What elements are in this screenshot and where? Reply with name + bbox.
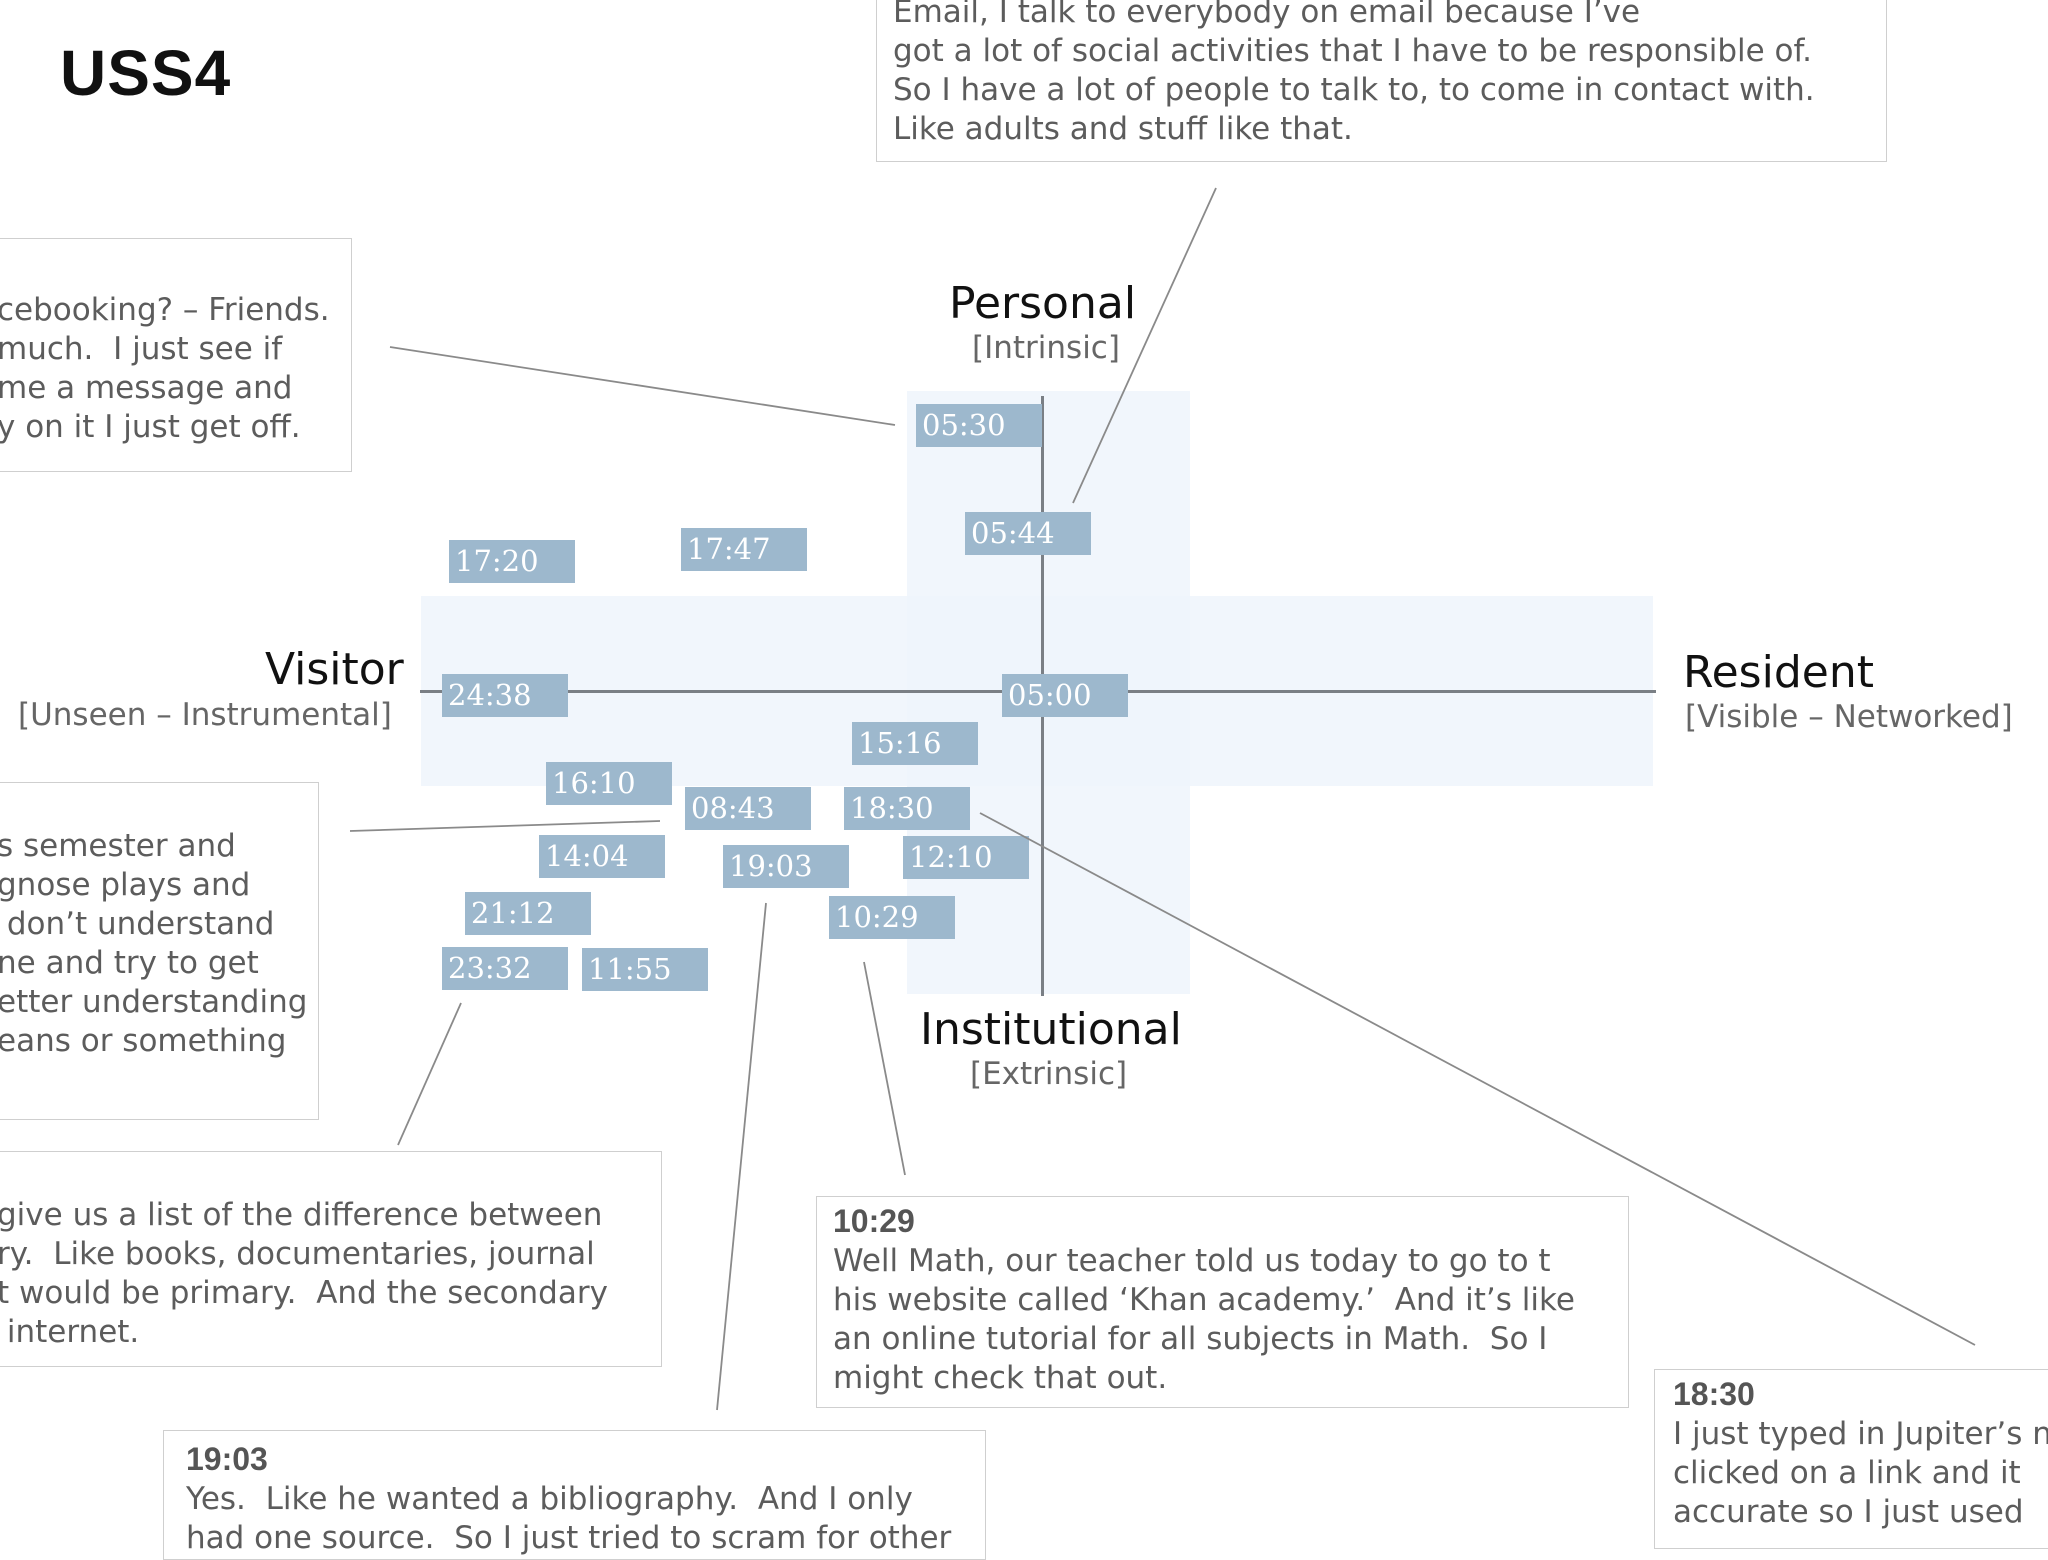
timestamp-marker: 10:29 [829,896,955,939]
axis-sub-visitor: [Unseen – Instrumental] [18,697,392,733]
quote-box-1903: 19:03 Yes. Like he wanted a bibliography… [163,1430,986,1560]
timestamp-marker: 12:10 [903,836,1029,879]
timestamp-marker: 17:20 [449,540,575,583]
timestamp-marker: 05:44 [965,512,1091,555]
quote-box-1830: 18:30 I just typed in Jupiter’s n clicke… [1654,1369,2048,1549]
timestamp-marker: 19:03 [723,845,849,888]
timestamp-marker: 14:04 [539,835,665,878]
page-title: USS4 [60,37,232,109]
timestamp-marker: 23:32 [442,947,568,990]
leader-line [716,902,767,1411]
leader-line [349,820,661,832]
quote-box-top: Email, I talk to everybody on email beca… [876,0,1887,162]
axis-label-personal: Personal [949,278,1137,329]
timestamp-marker: 17:47 [681,528,807,571]
quote-box-1029: 10:29 Well Math, our teacher told us tod… [816,1196,1629,1408]
timestamp-marker: 11:55 [582,948,708,991]
timestamp-marker: 05:00 [1002,674,1128,717]
timestamp-marker: 18:30 [844,787,970,830]
axis-sub-resident: [Visible – Networked] [1685,699,2013,735]
axis-label-visitor: Visitor [265,644,404,695]
timestamp-marker: 08:43 [685,787,811,830]
quote-text: I just typed in Jupiter’s n clicked on a… [1673,1416,2048,1530]
timestamp-marker: 21:12 [465,892,591,935]
quote-time: 19:03 [186,1441,268,1477]
timestamp-marker: 05:30 [916,404,1042,447]
quote-time: 18:30 [1673,1376,1755,1412]
leader-line [389,346,896,426]
leader-line [397,1002,462,1146]
axis-label-resident: Resident [1683,647,1874,698]
timestamp-marker: 24:38 [442,674,568,717]
quote-text: Yes. Like he wanted a bibliography. And … [186,1481,952,1556]
axis-sub-institutional: [Extrinsic] [970,1056,1128,1092]
axis-sub-personal: [Intrinsic] [972,330,1120,366]
quote-time: 10:29 [833,1203,915,1239]
quote-box-left-top: cebooking? – Friends. much. I just see i… [0,238,352,472]
leader-line [863,961,906,1176]
quote-text: s semester and gnose plays and don’t und… [0,828,308,1059]
quote-text: Well Math, our teacher told us today to … [833,1243,1575,1396]
quote-text: give us a list of the difference between… [0,1197,608,1350]
quote-box-left-mid: s semester and gnose plays and don’t und… [0,782,319,1120]
quote-text: cebooking? – Friends. much. I just see i… [0,292,330,445]
timestamp-marker: 15:16 [852,722,978,765]
leader-line [979,812,1976,1346]
axis-label-institutional: Institutional [920,1004,1182,1055]
timestamp-marker: 16:10 [546,762,672,805]
quote-box-left-bottom: give us a list of the difference between… [0,1151,662,1367]
quote-text: Email, I talk to everybody on email beca… [893,0,1815,147]
leader-line [1072,187,1217,504]
